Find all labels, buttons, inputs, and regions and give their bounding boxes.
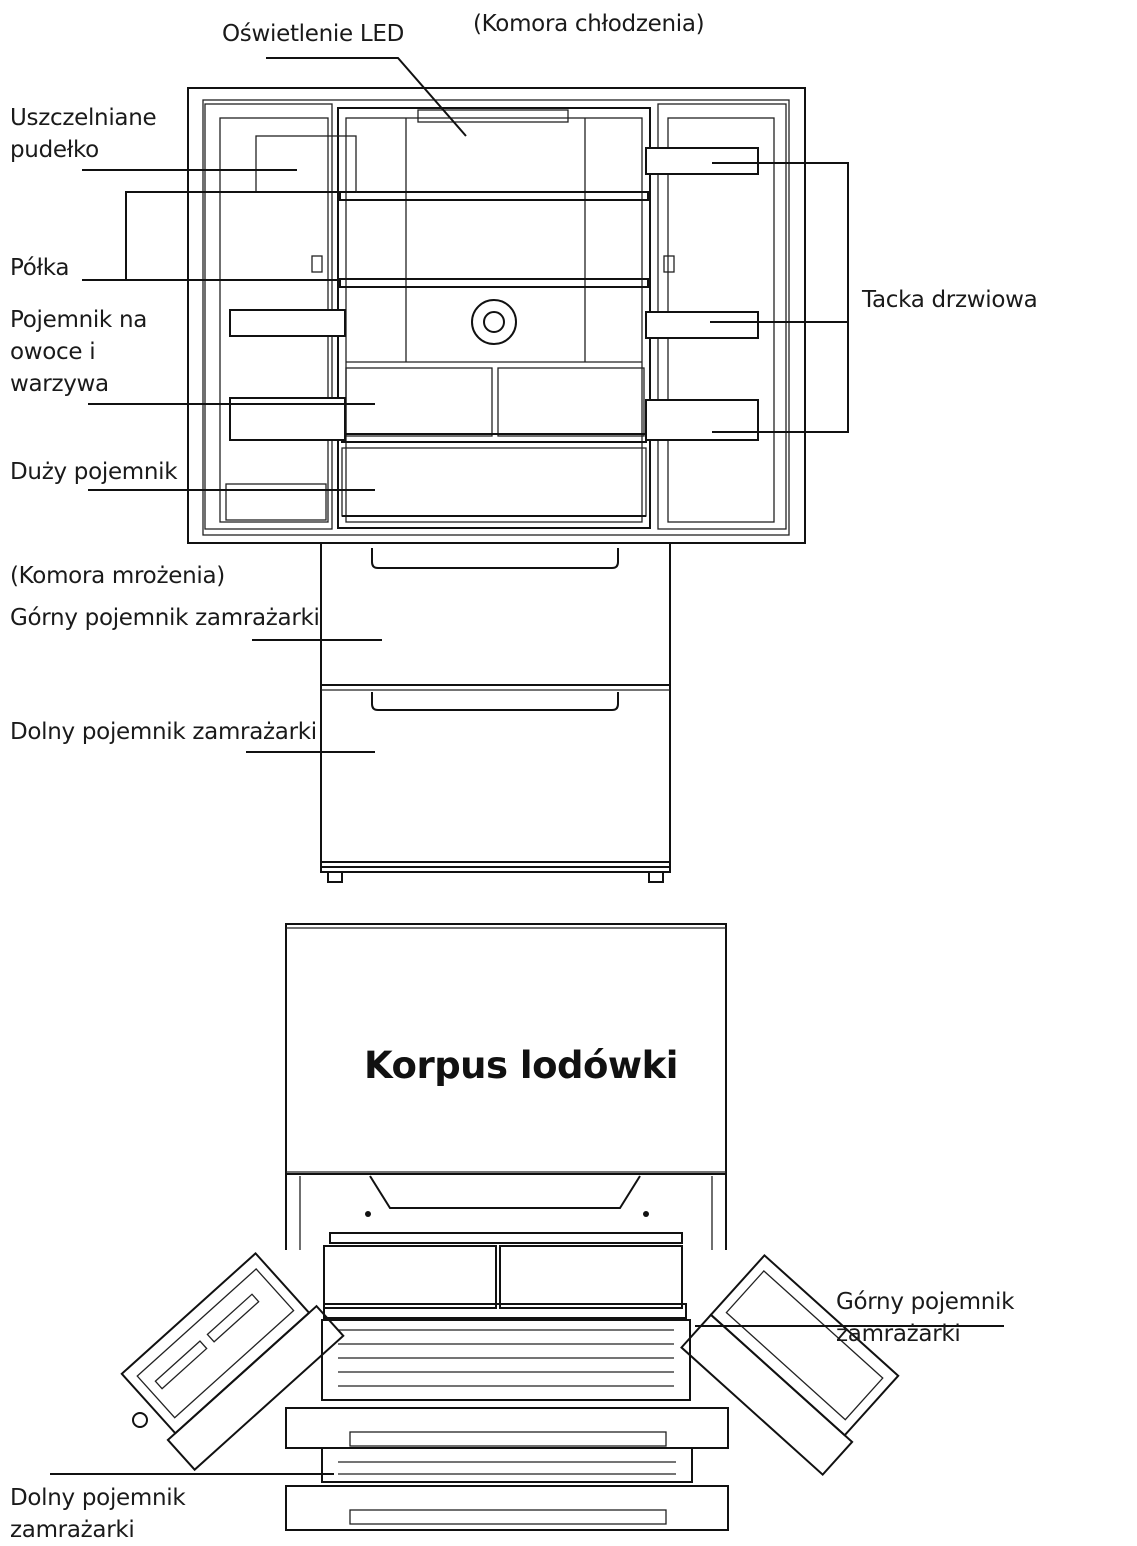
fridge-body-label: Korpus lodówki [364,1044,678,1087]
cabinet-leader-lines [50,1325,1004,1475]
shelf-label: Półka [10,255,70,281]
cabinet-lower-freezer-label: Dolny pojemnik zamrażarki [10,1485,186,1543]
sealed-box-label: Uszczelniane pudełko [10,105,157,163]
led-lighting-label: Oświetlenie LED [222,21,404,47]
fridge-leader-lines [82,57,849,753]
lower-freezer-container-label: Dolny pojemnik zamrażarki [10,719,317,745]
freezer-compartment-label: (Komora mrożenia) [10,563,225,589]
upper-freezer-container-label: Górny pojemnik zamrażarki [10,605,320,631]
cooling-compartment-label: (Komora chłodzenia) [473,11,705,37]
fruit-veg-container-label: Pojemnik na owoce i warzywa [10,307,148,397]
door-tray-label: Tacka drzwiowa [862,287,1038,313]
cabinet-upper-freezer-label: Górny pojemnik zamrażarki [836,1289,1015,1347]
cabinet-top-drawing [120,923,900,1531]
fridge-front-drawing [187,87,806,883]
large-container-label: Duży pojemnik [10,459,178,485]
